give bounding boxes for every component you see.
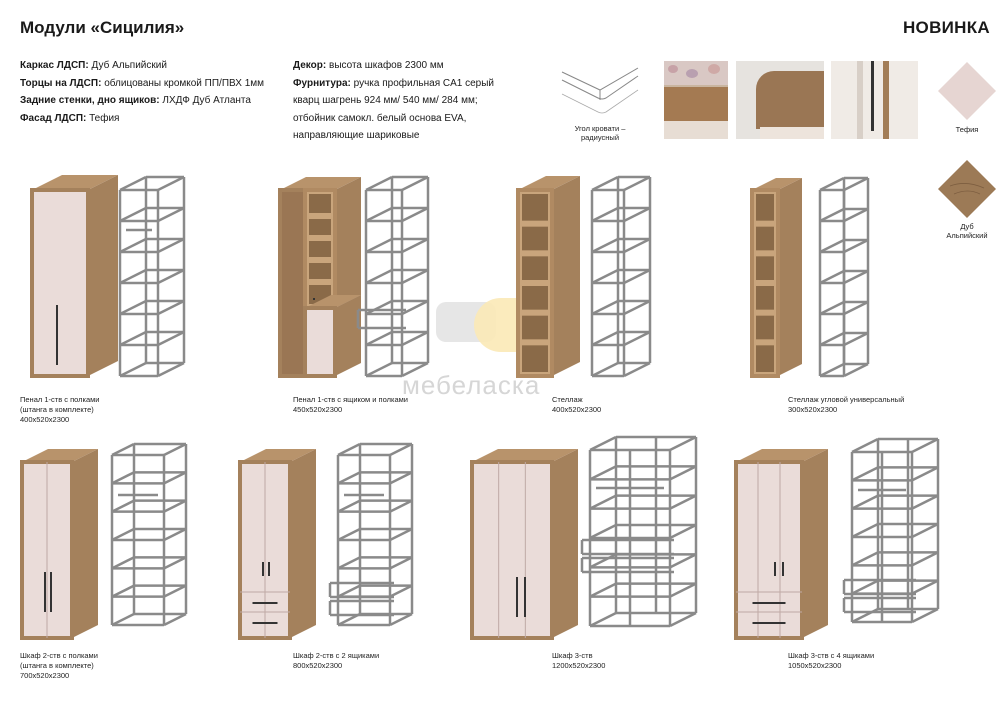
corner-shelving xyxy=(750,178,802,378)
penal-1-cabinet xyxy=(30,175,118,378)
bed-corner-diagram xyxy=(561,67,639,114)
wardrobe-2-cabinet xyxy=(20,449,98,640)
wardrobe-2-drawers-cabinet xyxy=(238,449,316,640)
specs-left: Каркас ЛДСП: Дуб Альпийский Торцы на ЛДС… xyxy=(20,57,290,127)
spec-row: Фасад ЛДСП: Тефия xyxy=(20,112,120,124)
spec-row: отбойник самокл. белый основа EVA, xyxy=(293,112,467,124)
wardrobe-3-drawers-frame xyxy=(842,437,940,624)
caption-wardrobe-2: Шкаф 2-ств с полками(штанга в комплекте)… xyxy=(20,651,98,680)
penal-1-frame xyxy=(118,175,186,378)
spec-row: Декор: высота шкафов 2300 мм xyxy=(293,60,444,71)
specs-right: Декор: высота шкафов 2300 мм Фурнитура: … xyxy=(293,57,533,145)
caption-penal-1: Пенал 1-ств с полками(штанга в комплекте… xyxy=(20,395,100,424)
spec-row: Задние стенки, дно ящиков: ЛХДФ Дуб Атла… xyxy=(20,95,251,106)
corner-caption: Угол кровати –радиусный xyxy=(574,124,626,142)
spec-row: Каркас ЛДСП: Дуб Альпийский xyxy=(20,60,167,71)
corner-shelving-frame xyxy=(818,176,870,378)
bed-photo xyxy=(664,61,728,139)
shelving-unit xyxy=(516,176,580,378)
penal-drawer-shelves xyxy=(303,177,361,310)
penal-drawer-door xyxy=(303,295,361,378)
new-badge: НОВИНКА xyxy=(902,18,990,37)
swatch-tefia xyxy=(938,62,996,120)
headboard-photo xyxy=(736,61,824,139)
swatch-oak xyxy=(938,160,996,218)
spec-row: кварц шагрень 924 мм/ 540 мм/ 284 мм; xyxy=(293,95,478,106)
wardrobe-3-cabinet xyxy=(470,449,578,640)
wardrobe-3-frame xyxy=(580,435,698,628)
shelving-frame xyxy=(590,175,652,378)
page-title: Модули «Сицилия» xyxy=(20,18,185,37)
wardrobe-3-drawers-cabinet xyxy=(734,449,828,640)
wardrobe-2-frame xyxy=(110,442,188,627)
spec-row: направляющие шариковые xyxy=(293,130,420,141)
spec-row: Торцы на ЛДСП: облицованы кромкой ПП/ПВХ… xyxy=(20,77,265,89)
wardrobe-2-drawers-frame xyxy=(328,442,414,627)
handle-photo xyxy=(831,61,918,139)
spec-row: Фурнитура: ручка профильная CA1 серый xyxy=(293,77,495,89)
penal-drawer-frame xyxy=(356,175,430,378)
swatch-tefia-label: Тефия xyxy=(955,125,979,134)
